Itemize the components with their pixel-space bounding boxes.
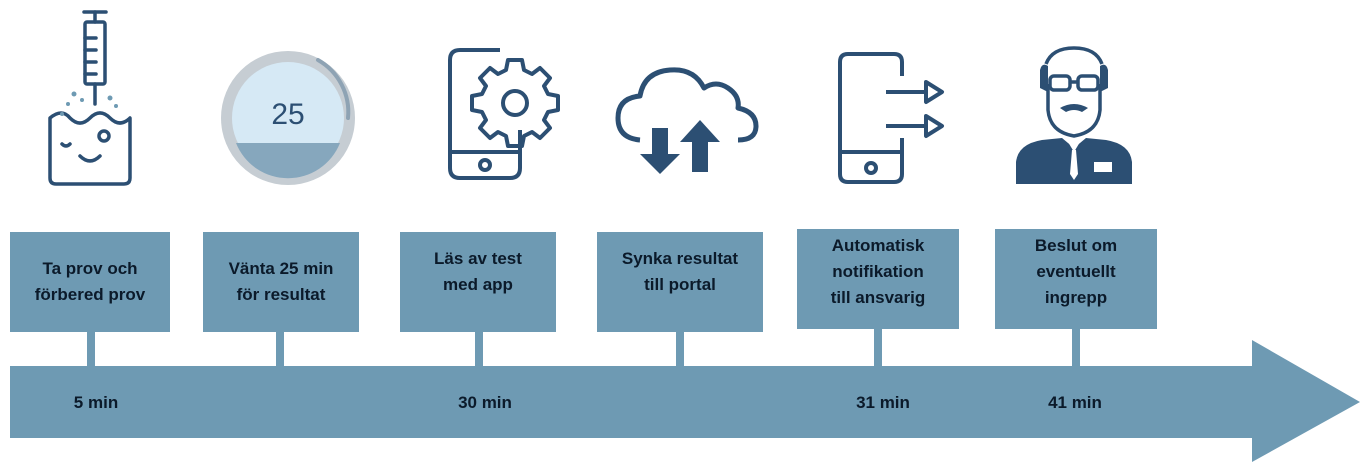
cloud-sync-icon: [610, 58, 760, 178]
step-label-line: eventuellt: [1036, 262, 1116, 281]
time-label-5-min: 5 min: [54, 384, 138, 422]
step-label-line: Ta prov och: [42, 259, 138, 278]
syringe-beaker-icon: [40, 8, 140, 190]
time-label-30-min: 30 min: [440, 384, 530, 422]
connector: [676, 332, 684, 368]
step-label-line: ingrepp: [1044, 288, 1108, 307]
timer-value: 25: [271, 98, 305, 131]
timer-icon: [218, 48, 358, 188]
step-box-4: Synka resultat till portal: [597, 232, 763, 332]
person-icon: [1012, 44, 1136, 188]
step-label-line: till ansvarig: [830, 288, 926, 307]
step-label-line: notifikation: [832, 262, 924, 281]
step-label-line: Läs av test: [434, 249, 522, 268]
connector: [276, 332, 284, 368]
step-box-6: Beslut om eventuellt ingrepp: [995, 229, 1157, 329]
connector: [475, 332, 483, 368]
step-label-line: Beslut om: [1034, 236, 1118, 255]
step-label-line: Synka resultat: [621, 249, 739, 268]
connector: [874, 329, 882, 368]
connector: [87, 332, 95, 368]
phone-gear-icon: [440, 40, 560, 186]
step-label-line: Automatisk: [831, 236, 925, 255]
step-box-1: Ta prov och förbered prov: [10, 232, 170, 332]
step-label-line: Vänta 25 min: [228, 259, 334, 278]
step-label-line: till portal: [644, 275, 716, 294]
step-box-3: Läs av test med app: [400, 232, 556, 332]
step-box-5: Automatisk notifikation till ansvarig: [797, 229, 959, 329]
step-label-line: för resultat: [236, 285, 326, 304]
step-label-line: med app: [443, 275, 513, 294]
time-label-31-min: 31 min: [838, 384, 928, 422]
connector: [1072, 329, 1080, 368]
step-box-2: Vänta 25 min för resultat: [203, 232, 359, 332]
time-label-41-min: 41 min: [1030, 384, 1120, 422]
step-label-line: förbered prov: [34, 285, 146, 304]
phone-notification-icon: [830, 48, 950, 188]
